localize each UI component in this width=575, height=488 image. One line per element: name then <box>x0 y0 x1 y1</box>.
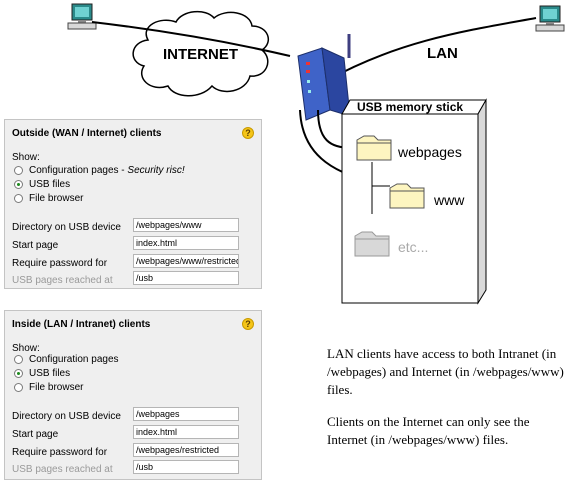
start-page-input[interactable]: index.html <box>133 236 239 250</box>
field-label: Start page <box>12 240 59 251</box>
radio-button[interactable] <box>14 193 23 203</box>
folder-icon <box>356 135 392 161</box>
security-warning: Security risc! <box>127 164 185 176</box>
folder-icon <box>389 183 425 209</box>
panel-title: Inside (LAN / Intranet) clients <box>12 319 151 330</box>
radio-button-checked[interactable] <box>14 368 23 378</box>
router-icon <box>297 34 351 121</box>
option-label: File browser <box>29 381 84 393</box>
show-label: Show: <box>12 152 40 163</box>
wan-computer-icon <box>67 3 97 30</box>
option-label: Configuration pages - <box>29 164 128 176</box>
option-usb-files[interactable]: USB files <box>14 178 70 190</box>
start-page-input[interactable]: index.html <box>133 425 239 439</box>
usb-url-input[interactable]: /usb <box>133 460 239 474</box>
field-label: Require password for <box>12 447 108 458</box>
description-lan: LAN clients have access to both Intranet… <box>327 346 564 397</box>
radio-button[interactable] <box>14 382 23 392</box>
folder-label-webpages: webpages <box>397 144 462 160</box>
wan-clients-panel: Outside (WAN / Internet) clients ? Show:… <box>4 119 262 289</box>
wan-link-line <box>91 21 291 57</box>
option-file-browser[interactable]: File browser <box>14 192 83 204</box>
field-label: Directory on USB device <box>12 411 121 422</box>
option-label: USB files <box>29 178 71 190</box>
usb-stick-label: USB memory stick <box>357 100 463 114</box>
panel-title: Outside (WAN / Internet) clients <box>12 128 162 139</box>
radio-button[interactable] <box>14 354 23 364</box>
radio-button-checked[interactable] <box>14 179 23 189</box>
internet-label: INTERNET <box>163 46 238 63</box>
option-label: Configuration pages <box>29 353 119 365</box>
password-path-input[interactable]: /webpages/restricted <box>133 443 239 457</box>
folder-label-www: www <box>433 192 465 208</box>
lan-link-line <box>327 17 537 81</box>
option-configuration-pages[interactable]: Configuration pages - Security risc! <box>14 164 185 176</box>
password-path-input[interactable]: /webpages/www/restricted <box>133 254 239 268</box>
description-internet: Clients on the Internet can only see the… <box>327 414 530 447</box>
description: LAN clients have access to both Intranet… <box>327 345 572 463</box>
directory-input[interactable]: /webpages <box>133 407 239 421</box>
option-label: USB files <box>29 367 71 379</box>
option-configuration-pages[interactable]: Configuration pages <box>14 353 119 365</box>
folder-label-etc: etc... <box>398 239 428 255</box>
field-label: Start page <box>12 429 59 440</box>
lan-clients-panel: Inside (LAN / Intranet) clients ? Show: … <box>4 310 262 480</box>
lan-label: LAN <box>427 45 458 62</box>
field-label: USB pages reached at <box>12 464 113 475</box>
field-label: Directory on USB device <box>12 222 121 233</box>
help-icon[interactable]: ? <box>242 318 254 330</box>
option-usb-files[interactable]: USB files <box>14 367 70 379</box>
help-icon[interactable]: ? <box>242 127 254 139</box>
show-label: Show: <box>12 343 40 354</box>
folder-icon-disabled <box>354 231 390 257</box>
option-file-browser[interactable]: File browser <box>14 381 83 393</box>
directory-input[interactable]: /webpages/www <box>133 218 239 232</box>
field-label: USB pages reached at <box>12 275 113 286</box>
radio-button[interactable] <box>14 165 23 175</box>
usb-url-input[interactable]: /usb <box>133 271 239 285</box>
option-label: File browser <box>29 192 84 204</box>
lan-computer-icon <box>535 5 565 32</box>
field-label: Require password for <box>12 258 108 269</box>
